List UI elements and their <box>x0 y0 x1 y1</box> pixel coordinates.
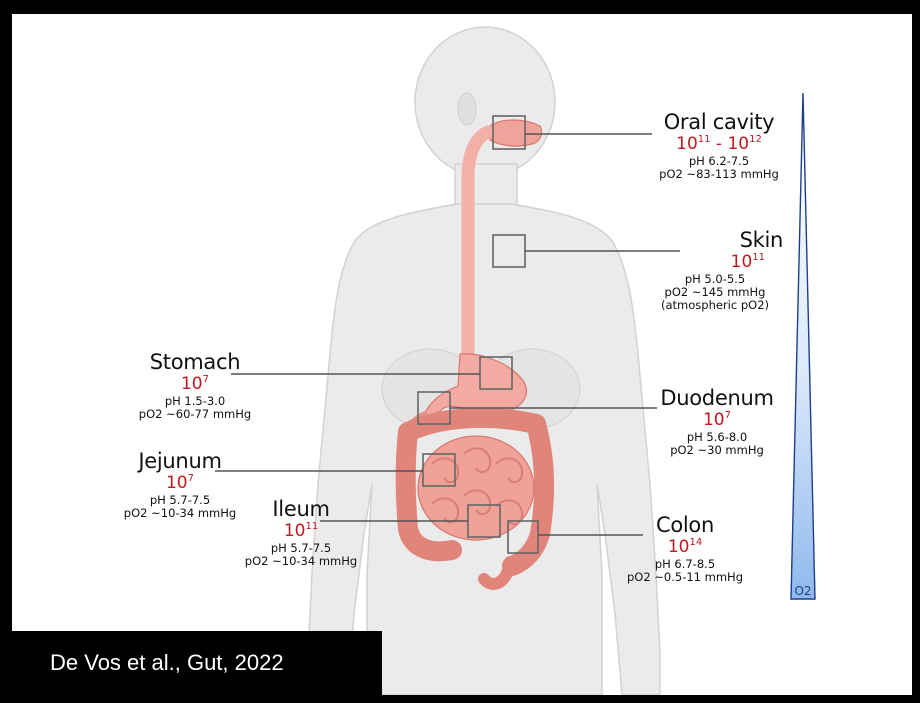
duodenum-ph: pH 5.6-8.0 <box>637 431 797 444</box>
duodenum-label: Duodenum 107 pH 5.6-8.0 pO2 ~30 mmHg <box>637 386 797 457</box>
oral-cavity-shape <box>490 120 542 146</box>
oral-cavity-ph: pH 6.2-7.5 <box>639 155 799 168</box>
duodenum-po2: pO2 ~30 mmHg <box>637 444 797 457</box>
skin-note: (atmospheric pO2) <box>635 299 795 312</box>
citation-caption: De Vos et al., Gut, 2022 <box>0 631 382 695</box>
skin-count: 1011 <box>635 252 795 273</box>
duodenum-count: 107 <box>637 410 797 431</box>
ileum-label: Ileum 1011 pH 5.7-7.5 pO2 ~10-34 mmHg <box>221 497 381 568</box>
oral-cavity-po2: pO2 ~83-113 mmHg <box>639 168 799 181</box>
stomach-name: Stomach <box>115 350 275 374</box>
colon-count: 1014 <box>605 537 765 558</box>
skin-label: Skin 1011 pH 5.0-5.5 pO2 ~145 mmHg (atmo… <box>635 228 795 312</box>
colon-ph: pH 6.7-8.5 <box>605 558 765 571</box>
ear-shape <box>458 93 476 125</box>
ileum-po2: pO2 ~10-34 mmHg <box>221 555 381 568</box>
oral-cavity-name: Oral cavity <box>639 110 799 134</box>
ileum-name: Ileum <box>221 497 381 521</box>
skin-ph: pH 5.0-5.5 <box>635 273 795 286</box>
figure-panel: O2 Oral cavity 1011 - 1012 pH 6.2-7.5 pO… <box>12 14 912 695</box>
jejunum-name: Jejunum <box>100 449 260 473</box>
skin-name: Skin <box>635 228 795 252</box>
stomach-count: 107 <box>115 374 275 395</box>
oral-cavity-count: 1011 - 1012 <box>639 134 799 155</box>
ileum-ph: pH 5.7-7.5 <box>221 542 381 555</box>
stomach-label: Stomach 107 pH 1.5-3.0 pO2 ~60-77 mmHg <box>115 350 275 421</box>
stomach-po2: pO2 ~60-77 mmHg <box>115 408 275 421</box>
jejunum-count: 107 <box>100 473 260 494</box>
ileum-count: 1011 <box>221 521 381 542</box>
colon-label: Colon 1014 pH 6.7-8.5 pO2 ~0.5-11 mmHg <box>605 513 765 584</box>
stomach-ph: pH 1.5-3.0 <box>115 395 275 408</box>
oral-cavity-label: Oral cavity 1011 - 1012 pH 6.2-7.5 pO2 ~… <box>639 110 799 181</box>
colon-name: Colon <box>605 513 765 537</box>
o2-gradient-label: O2 <box>794 584 811 598</box>
colon-po2: pO2 ~0.5-11 mmHg <box>605 571 765 584</box>
duodenum-name: Duodenum <box>637 386 797 410</box>
